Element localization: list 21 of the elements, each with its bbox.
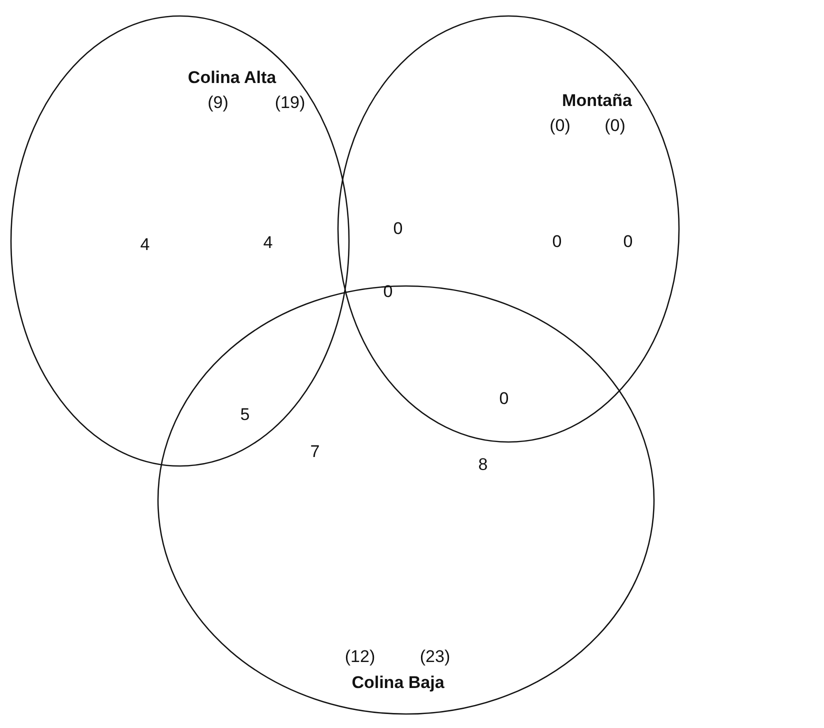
region-count: 4 <box>263 233 273 253</box>
set-title: Montaña <box>562 91 632 111</box>
region-count: 0 <box>499 389 509 409</box>
region-count: 8 <box>478 455 488 475</box>
set-count: (9) <box>208 93 228 113</box>
set-count: (19) <box>274 93 306 113</box>
region-count: 0 <box>552 232 562 252</box>
venn-circle <box>337 15 680 443</box>
region-count: 4 <box>140 235 150 255</box>
set-title: Colina Alta <box>188 68 276 88</box>
region-count: 0 <box>393 219 403 239</box>
region-count: 0 <box>623 232 633 252</box>
set-title: Colina Baja <box>352 673 444 693</box>
venn-circle <box>10 15 350 467</box>
set-count: (0) <box>550 116 570 136</box>
set-count: (12) <box>344 647 376 667</box>
set-count: (0) <box>604 116 626 136</box>
region-count: 7 <box>310 442 320 462</box>
venn-circle <box>157 285 655 715</box>
set-count: (23) <box>420 647 450 667</box>
region-count: 5 <box>240 405 250 425</box>
